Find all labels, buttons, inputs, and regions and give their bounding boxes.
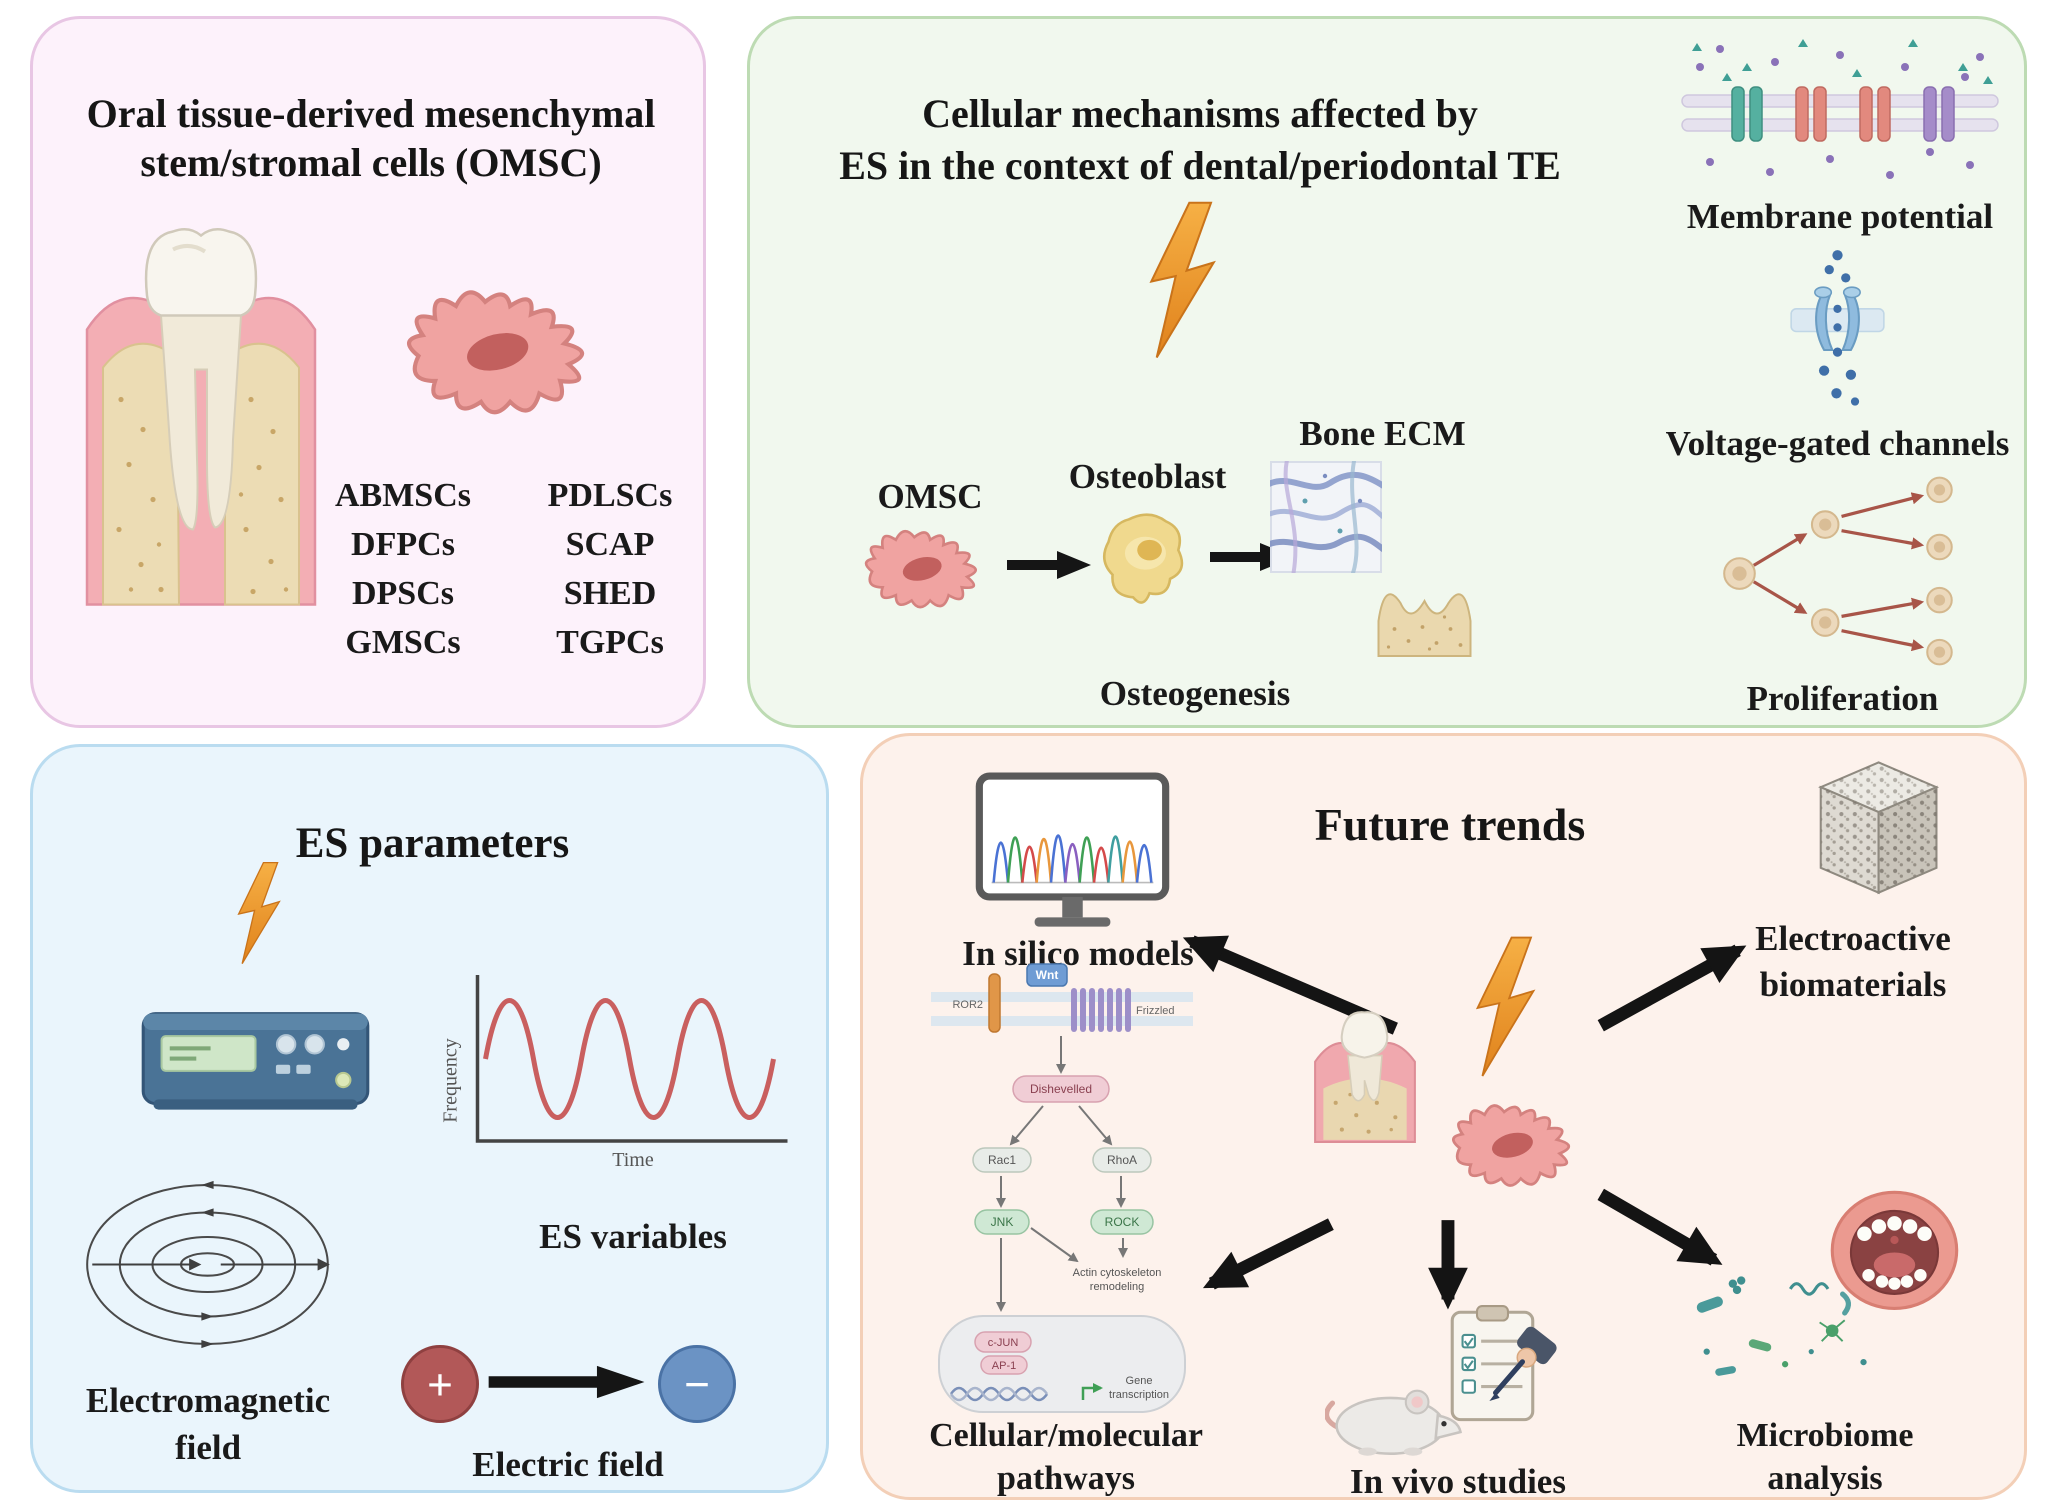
electromagnetic-field-label: Electromagnetic field — [85, 1381, 331, 1467]
cellular-molecular-pathways-label: Cellular/molecular pathways — [929, 1417, 1203, 1497]
pathway-dishevelled-label: Dishevelled — [1030, 1082, 1092, 1096]
pathway-jnk-label: JNK — [991, 1215, 1014, 1229]
pathway-ap1-label: AP-1 — [992, 1360, 1016, 1372]
cell-membrane-channels-icon — [1675, 37, 2005, 187]
stem-cell-icon — [381, 281, 631, 431]
voltage-gated-channel-icon — [1790, 247, 1885, 417]
pathway-gene-label-line2: transcription — [1109, 1389, 1169, 1401]
arrow-right-icon — [1005, 547, 1095, 583]
pathway-rac1-label: Rac1 — [988, 1153, 1016, 1167]
pathway-ror2-label: ROR2 — [952, 999, 983, 1011]
cell-type-label: PDLSCs — [547, 477, 673, 514]
panel-es-parameters: ES parameters — [30, 744, 829, 1493]
lightning-bolt-icon — [228, 859, 290, 969]
osteoblast-cell-icon — [1095, 507, 1200, 625]
bone-ecm-matrix-icon — [1270, 461, 1382, 573]
mechanisms-title: Cellular mechanisms affected by ES in th… — [750, 88, 1650, 192]
alveolar-bone-icon — [1372, 559, 1477, 659]
omsc-title-line1: Oral tissue-derived mesenchymal — [86, 91, 656, 137]
lab-mouse-and-checklist-icon — [1325, 1304, 1565, 1464]
osteogenesis-label: Osteogenesis — [1099, 674, 1291, 713]
in-silico-models-label: In silico models — [962, 934, 1194, 973]
electromagnetic-field-lines-icon — [78, 1175, 338, 1355]
panel-omsc: Oral tissue-derived mesenchymal stem/str… — [30, 16, 706, 728]
panel-mechanisms: Cellular mechanisms affected by ES in th… — [747, 16, 2027, 728]
omsc-title: Oral tissue-derived mesenchymal stem/str… — [33, 90, 709, 188]
cell-type-label: ABMSCs — [334, 477, 472, 514]
frequency-axis-label: Frequency — [439, 1038, 462, 1123]
pathway-rock-label: ROCK — [1105, 1215, 1140, 1229]
voltage-gated-channels-label: Voltage-gated channels — [1665, 424, 2010, 463]
panel-future-trends: Future trends — [860, 733, 2027, 1501]
pathway-wnt-label: Wnt — [1036, 968, 1059, 982]
cell-type-label: SCAP — [565, 526, 655, 563]
pathway-cjun-label: c-JUN — [988, 1337, 1019, 1349]
cell-type-label: GMSCs — [345, 624, 461, 661]
pathway-frizzled-label: Frizzled — [1136, 1005, 1175, 1017]
bone-ecm-label: Bone ECM — [1299, 414, 1466, 453]
es-parameters-title: ES parameters — [295, 819, 570, 867]
cell-type-label: DFPCs — [351, 526, 455, 563]
future-trends-title: Future trends — [1314, 799, 1586, 851]
arrow-right-icon — [485, 1363, 650, 1401]
mechanisms-title-line1: Cellular mechanisms affected by — [922, 91, 1478, 137]
cell-proliferation-tree-icon — [1715, 471, 1965, 671]
tooth-in-gum-and-bone-icon — [81, 197, 321, 612]
microbiome-analysis-label: Microbiome analysis — [1736, 1417, 1914, 1497]
proliferation-label: Proliferation — [1746, 679, 1939, 718]
time-axis-label: Time — [612, 1149, 654, 1171]
stem-cell-icon — [855, 524, 1000, 619]
mechanisms-title-line2: ES in the context of dental/periodontal … — [839, 143, 1561, 189]
porous-biomaterial-cube-icon — [1798, 754, 1953, 899]
omsc-title-line2: stem/stromal cells (OMSC) — [140, 139, 602, 185]
wnt-signaling-pathway-icon: ROR2 Wnt Frizzled — [931, 958, 1193, 1420]
stem-cell-icon — [1448, 1098, 1588, 1198]
omsc-cell-type-list-2: PDLSCs SCAP SHED TGPCs — [520, 471, 700, 667]
positive-electrode-icon: + — [401, 1345, 479, 1423]
tooth-in-gum-icon — [1311, 998, 1419, 1146]
membrane-potential-label: Membrane potential — [1686, 197, 1994, 236]
electroactive-biomaterials-label: Electroactive biomaterials — [1755, 919, 1951, 1004]
in-vivo-studies-label: In vivo studies — [1350, 1462, 1566, 1501]
electric-field-label: Electric field — [472, 1445, 664, 1484]
electrical-stimulator-device-icon — [133, 982, 378, 1127]
microbes-icon — [1685, 1268, 1880, 1383]
pathway-actin-label-line1: Actin cytoskeleton — [1073, 1267, 1162, 1279]
cell-type-label: DPSCs — [351, 575, 455, 612]
lightning-bolt-icon — [1463, 928, 1548, 1088]
pathway-actin-label-line2: remodeling — [1090, 1281, 1144, 1293]
cell-type-label: TGPCs — [556, 624, 664, 661]
negative-electrode-icon: − — [658, 1345, 736, 1423]
sequencing-monitor-icon — [975, 772, 1170, 944]
es-variables-label: ES variables — [539, 1217, 727, 1256]
omsc-cell-type-list-1: ABMSCs DFPCs DPSCs GMSCs — [308, 471, 498, 667]
pathway-rhoa-label: RhoA — [1107, 1153, 1137, 1167]
sine-wave-graph: Frequency Time — [433, 969, 798, 1209]
lightning-bolt-icon — [1135, 179, 1230, 384]
open-mouth-icon — [1825, 1184, 1965, 1324]
pathway-gene-label-line1: Gene — [1126, 1375, 1153, 1387]
osteoblast-label: Osteoblast — [1068, 457, 1227, 496]
cell-type-label: SHED — [563, 575, 657, 612]
omsc-label: OMSC — [877, 477, 983, 516]
